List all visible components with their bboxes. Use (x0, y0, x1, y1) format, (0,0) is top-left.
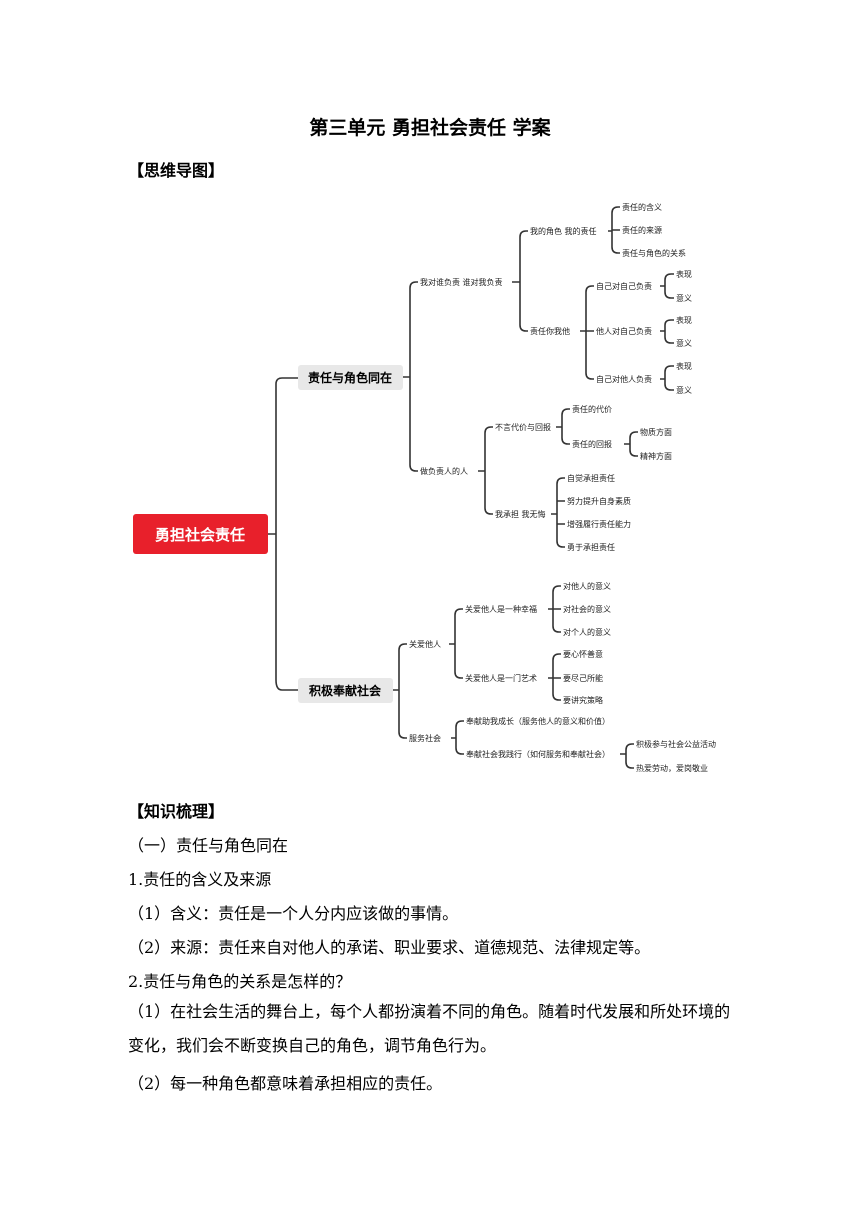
mindmap-node: 责任的回报 (572, 439, 612, 449)
mindmap-node: 责任你我他 (530, 326, 570, 336)
knowledge-answer: （1）在社会生活的舞台上，每个人都扮演着不同的角色。随着时代发展和所处环境的变化… (128, 1002, 731, 1055)
mindmap-leaf: 要尽己所能 (563, 673, 603, 683)
mindmap-leaf: 责任的代价 (572, 404, 612, 414)
mindmap-leaf: 努力提升自身素质 (567, 496, 631, 506)
mindmap-node: 我的角色 我的责任 (530, 226, 597, 236)
mindmap-leaf: 勇于承担责任 (567, 542, 615, 552)
mindmap-node: 自己对自己负责 (596, 281, 652, 291)
knowledge-subheading: （一）责任与角色同在 (128, 836, 289, 855)
mindmap-leaf: 责任与角色的关系 (622, 248, 686, 258)
mindmap-node: 奉献社会我践行（如何服务和奉献社会） (466, 749, 610, 759)
mindmap-leaf: 要心怀善意 (563, 649, 603, 659)
mindmap-leaf: 要讲究策略 (563, 695, 603, 705)
mindmap-leaf: 意义 (676, 293, 692, 303)
mindmap-leaf: 意义 (676, 338, 692, 348)
mindmap-leaf: 责任的来源 (622, 225, 662, 235)
mindmap-node: 做负责人的人 (420, 466, 468, 476)
mindmap-leaf: 对他人的意义 (563, 581, 611, 591)
mindmap-node: 自己对他人负责 (596, 374, 652, 384)
mindmap-leaf: 表现 (676, 315, 692, 325)
mindmap-node: 我对谁负责 谁对我负责 (420, 277, 503, 287)
knowledge-answer: （2）每一种角色都意味着承担相应的责任。 (128, 1074, 443, 1093)
mindmap-node: 关爱他人 (409, 639, 441, 649)
knowledge-answer: （1）含义：责任是一个人分内应该做的事情。 (128, 904, 459, 923)
mindmap-node: 我承担 我无悔 (495, 509, 546, 519)
section-heading-knowledge: 【知识梳理】 (128, 802, 225, 821)
mindmap-leaf: 精神方面 (640, 451, 672, 461)
mindmap-leaf: 奉献助我成长（服务他人的意义和价值） (466, 716, 610, 726)
mindmap-leaf: 对个人的意义 (563, 627, 611, 637)
mindmap-node: 服务社会 (409, 733, 441, 743)
mindmap-node: 关爱他人是一门艺术 (465, 673, 537, 683)
mindmap-leaf: 表现 (676, 361, 692, 371)
mindmap-leaf: 表现 (676, 269, 692, 279)
mindmap-leaf: 自觉承担责任 (567, 473, 615, 483)
mindmap-leaf: 物质方面 (640, 427, 672, 437)
mindmap-leaf: 意义 (676, 385, 692, 395)
mindmap-node: 他人对自己负责 (596, 326, 652, 336)
knowledge-question: 1.责任的含义及来源 (128, 870, 272, 889)
mindmap-branch-1: 责任与角色同在 (308, 370, 392, 385)
mindmap-leaf: 热爱劳动，爱岗敬业 (636, 763, 708, 773)
mindmap-node: 不言代价与回报 (495, 422, 551, 432)
mindmap-branch-2: 积极奉献社会 (309, 683, 382, 698)
mindmap-leaf: 积极参与社会公益活动 (636, 739, 716, 749)
knowledge-answer: （2）来源：责任来自对他人的承诺、职业要求、道德规范、法律规定等。 (128, 938, 651, 957)
mindmap-leaf: 增强履行责任能力 (567, 519, 631, 529)
mindmap-leaf: 对社会的意义 (563, 604, 611, 614)
mind-map: 勇担社会责任 责任与角色同在 积极奉献社会 我对谁负责 谁对我负责 我的角色 我… (133, 202, 716, 773)
mindmap-node: 关爱他人是一种幸福 (465, 604, 537, 614)
section-heading-mindmap: 【思维导图】 (128, 161, 225, 180)
mindmap-leaf: 责任的含义 (622, 202, 662, 212)
knowledge-question: 2.责任与角色的关系是怎样的？ (128, 972, 352, 991)
page-title: 第三单元 勇担社会责任 学案 (309, 117, 551, 139)
mindmap-root: 勇担社会责任 (155, 526, 245, 544)
